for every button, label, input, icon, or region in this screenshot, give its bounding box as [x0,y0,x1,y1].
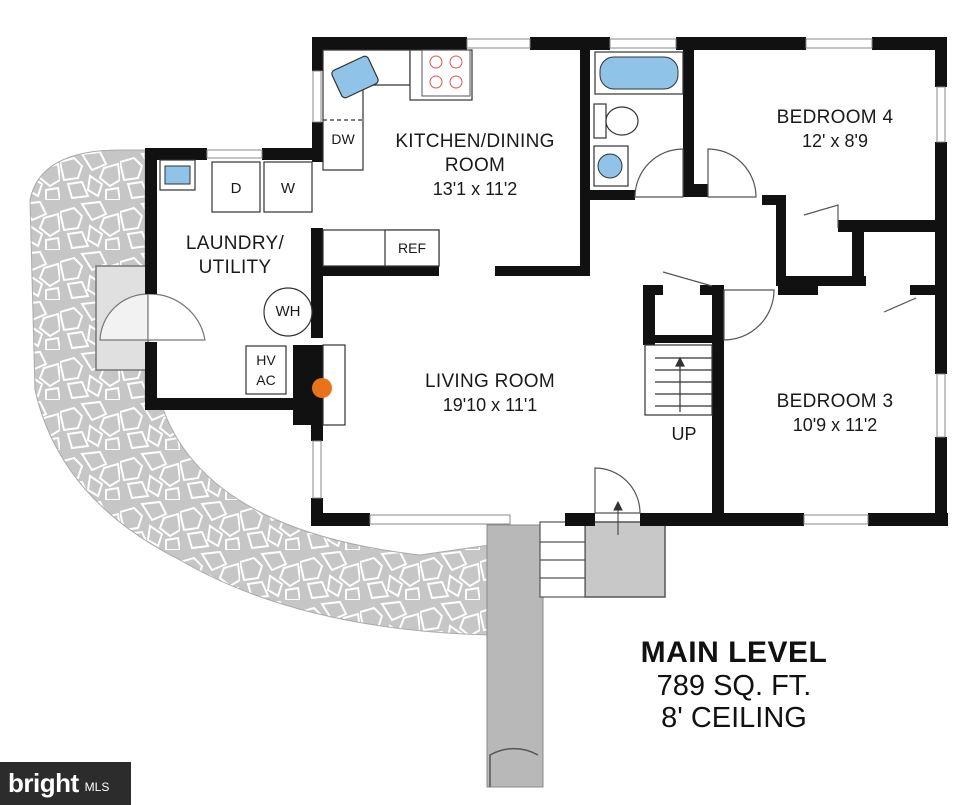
bedroom4-dims: 12' x 8'9 [802,130,868,151]
bedroom3-dims: 10'9 x 11'2 [792,414,878,435]
entry-arrow [613,500,623,535]
bedroom4-label: BEDROOM 4 12' x 8'9 [735,106,935,152]
water-heater-label: WH [275,303,301,320]
side-door-swing [99,293,149,341]
living-name: LIVING ROOM [425,371,555,392]
door-swings [594,148,917,514]
stairs-label: UP [671,424,697,444]
bedroom3-name: BEDROOM 3 [776,391,894,412]
walkway-gate [489,747,539,787]
dishwasher-label: DW [331,131,355,147]
windows [206,38,946,525]
kitchen-label: KITCHEN/DINING ROOM 13'1 x 11'2 [360,130,590,200]
dryer-label: D [230,180,242,197]
living-label: LIVING ROOM 19'10 x 11'1 [380,370,600,416]
water-heater [263,287,313,337]
bedroom3-label: BEDROOM 3 10'9 x 11'2 [735,390,935,436]
front-walkway [486,524,544,788]
level-summary: MAIN LEVEL 789 SQ. FT. 8' CEILING [600,636,868,734]
fridge-label: REF [398,240,426,256]
kitchen-dims: 13'1 x 11'2 [432,178,518,199]
level-title: MAIN LEVEL [640,636,828,669]
front-landing [584,521,666,598]
stove [421,49,471,97]
living-dims: 19'10 x 11'1 [442,394,538,415]
logo-text: bright [8,768,79,798]
level-ceiling: 8' CEILING [661,702,807,734]
kitchen-name-1: KITCHEN/DINING [395,131,555,152]
walls [145,37,948,526]
washer-label: W [280,180,296,197]
laundry-label: LAUNDRY/ UTILITY [160,232,310,280]
hvac-label-1: HV [256,352,276,368]
fireplace-flame [312,378,332,398]
laundry-name-2: UTILITY [198,256,272,278]
fridge [384,229,440,267]
kitchen-sink [331,55,379,99]
kitchen-name-2: ROOM [444,154,506,176]
toilet [593,103,639,139]
front-steps [539,521,586,598]
washer [263,161,313,213]
laundry-name-1: LAUNDRY/ [185,233,285,254]
dryer [211,161,261,213]
bright-mls-logo: bright MLS [0,762,131,805]
bedroom4-name: BEDROOM 4 [776,107,894,128]
stairs [644,344,713,416]
hvac [245,345,287,395]
level-area: 789 SQ. FT. [656,670,812,702]
logo-suffix: MLS [84,779,110,794]
hvac-label-2: AC [256,372,276,388]
